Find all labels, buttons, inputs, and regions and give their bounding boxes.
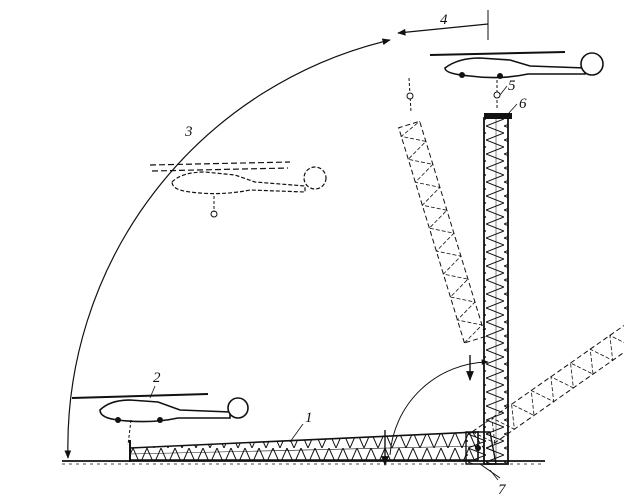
helicopter-intermediate — [149, 161, 327, 218]
mast-intermediate-2 — [398, 120, 487, 344]
hinge-base — [465, 431, 501, 479]
hinge-rotation-arc — [389, 359, 489, 456]
arc-trajectory — [64, 38, 391, 459]
label-final-move: 4 — [440, 12, 448, 28]
mast-vertical — [483, 113, 512, 465]
label-mast: 1 — [305, 410, 313, 426]
mast-horizontal — [129, 431, 479, 462]
helicopter-start — [71, 393, 249, 446]
ground-line — [62, 460, 545, 465]
final-move-arrow — [397, 10, 489, 40]
label-hook: 5 — [508, 78, 516, 94]
label-arc-path: 3 — [184, 124, 193, 140]
label-helicopter-start: 2 — [153, 370, 161, 386]
helicopter-final — [429, 51, 604, 110]
label-hinge: 7 — [498, 482, 507, 498]
label-mast-top: 6 — [519, 96, 527, 112]
